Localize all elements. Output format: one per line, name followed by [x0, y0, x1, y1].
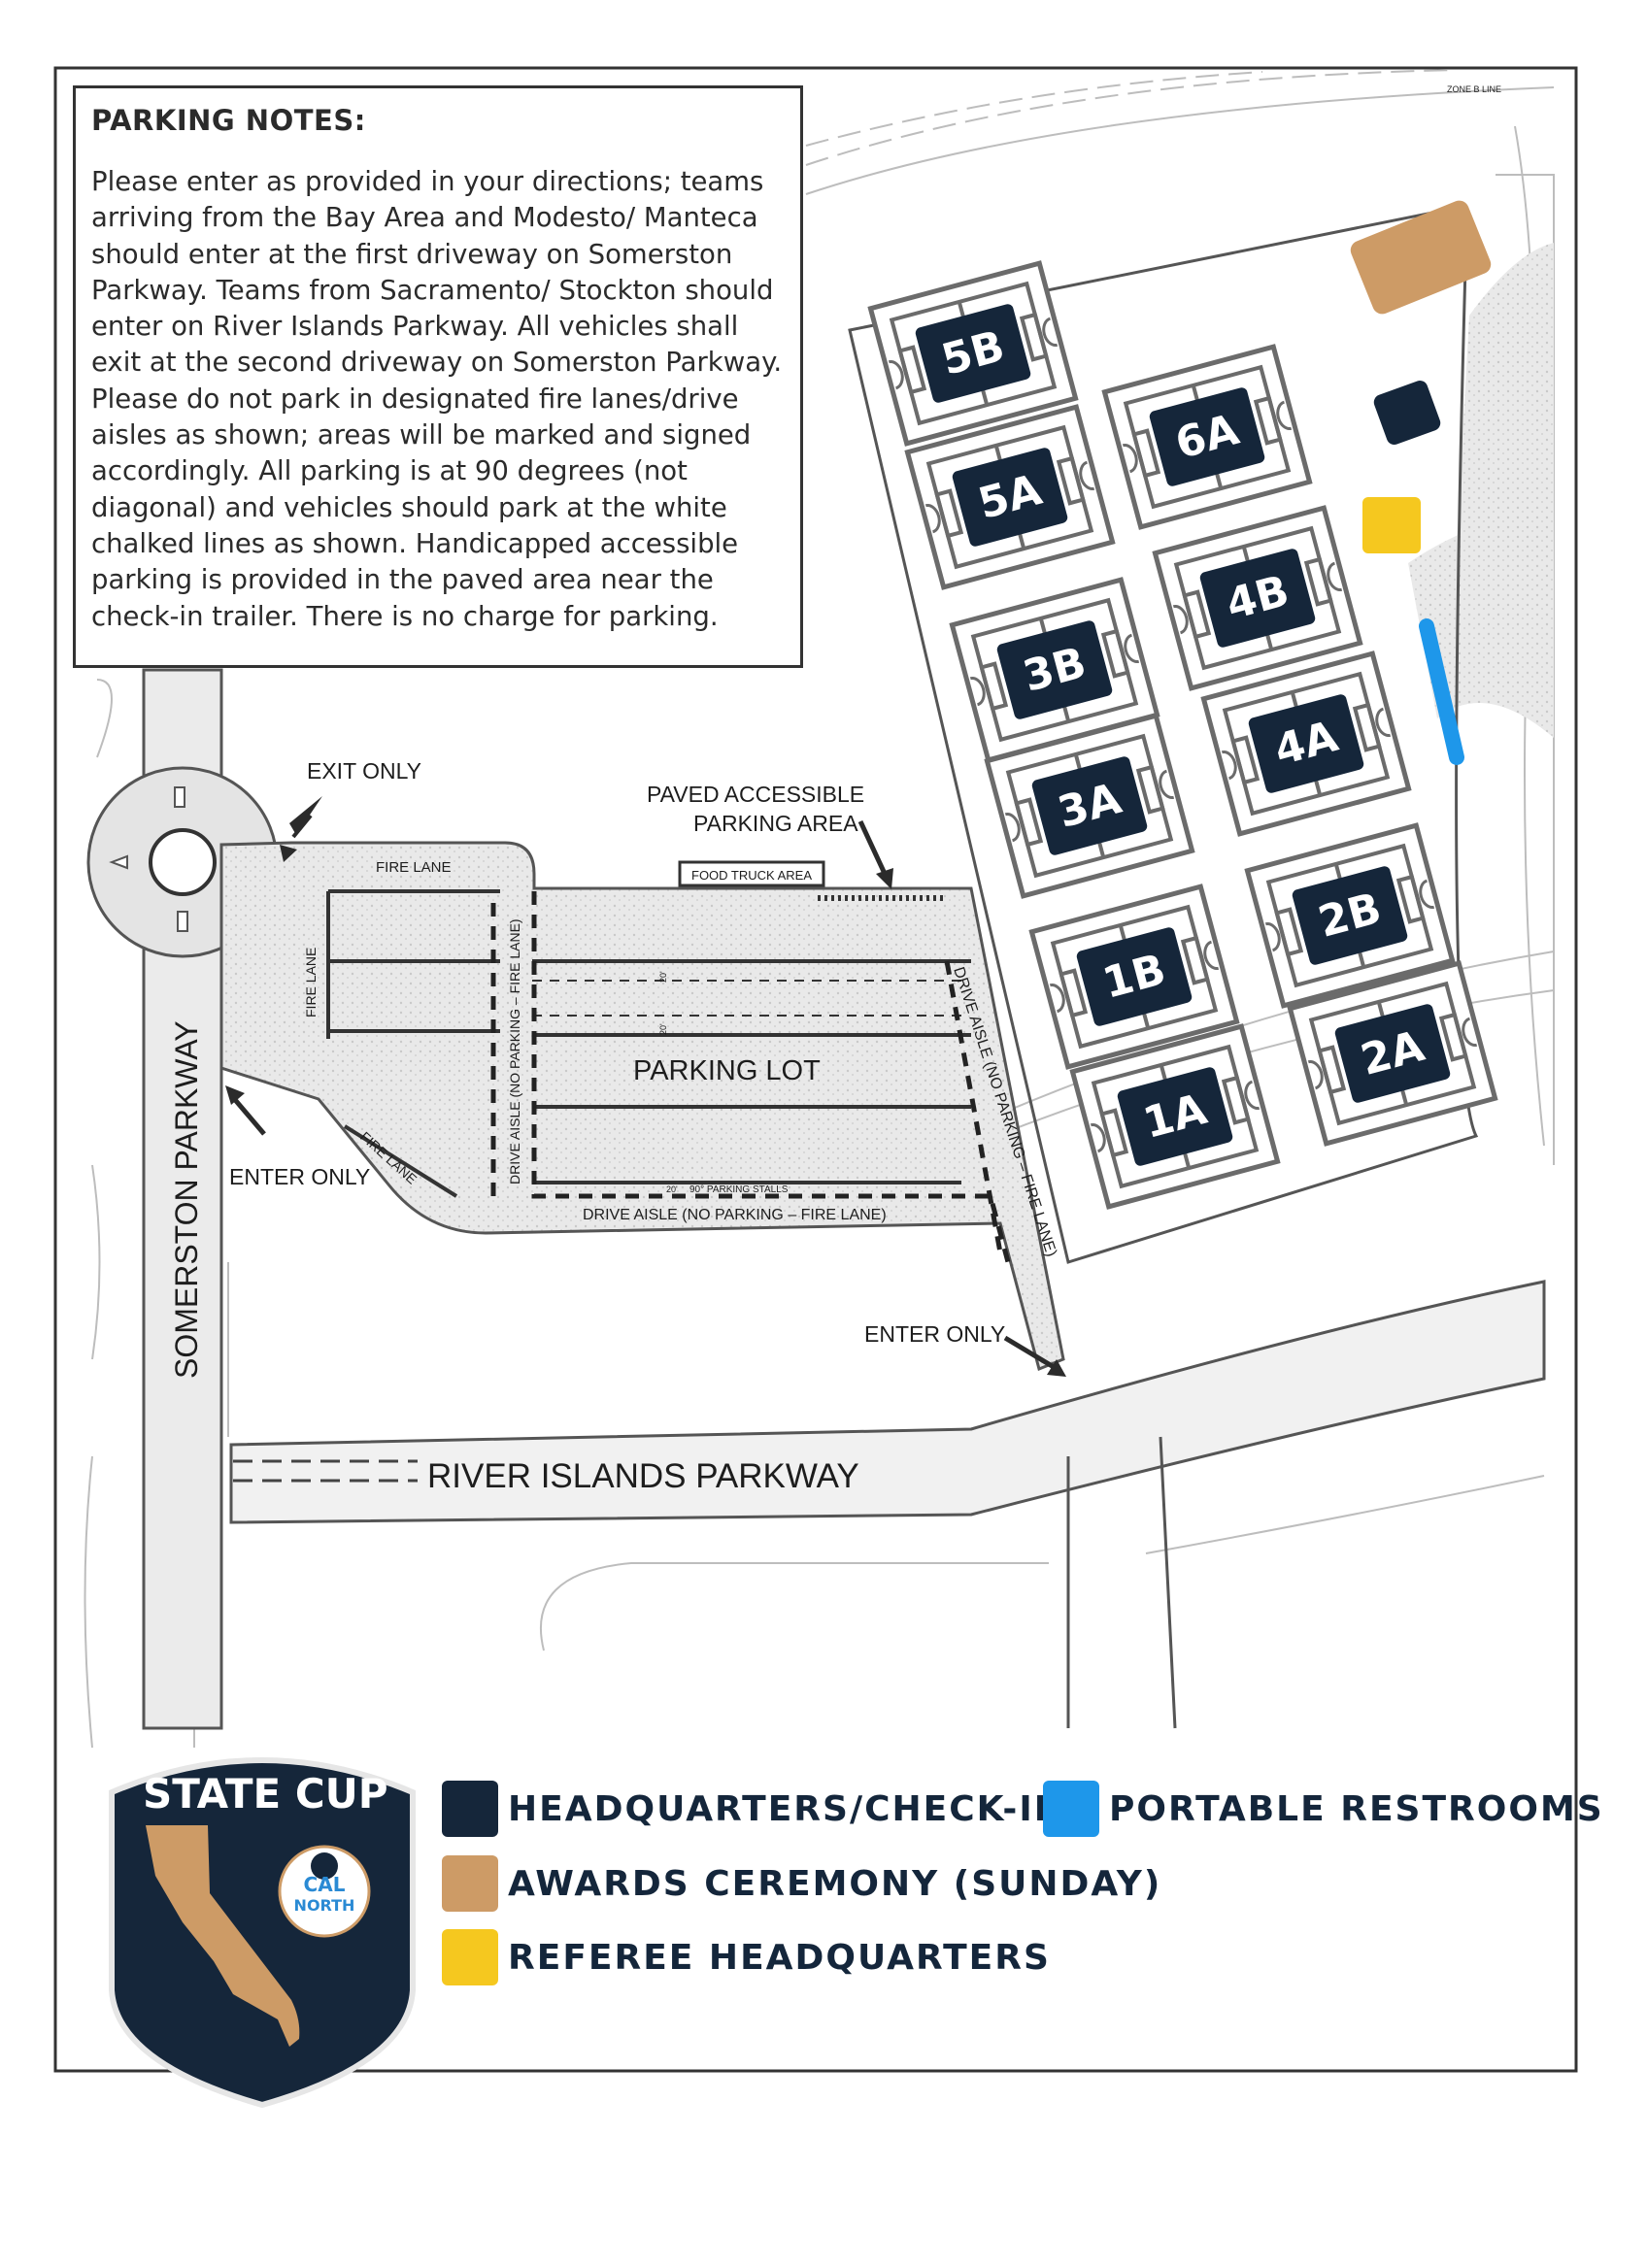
paved-arrow: [857, 819, 889, 878]
enter-arrowhead-river: [1047, 1359, 1066, 1377]
somerston-parkway-label: SOMERSTON PARKWAY: [169, 1020, 204, 1379]
field-4a: 4A: [1203, 653, 1408, 834]
parking-lot-label: PARKING LOT: [633, 1055, 821, 1086]
exit-arrowhead: [280, 845, 297, 862]
legend-swatch-tan: [442, 1855, 498, 1912]
logo-title: STATE CUP: [143, 1770, 388, 1818]
field-1b: 1B: [1031, 886, 1236, 1067]
referee-headquarters: [1362, 497, 1421, 553]
legend-label-restrooms: PORTABLE RESTROOMS: [1109, 1788, 1604, 1829]
background-linework: [84, 69, 1555, 1749]
dimension-label-1: 20': [658, 971, 668, 983]
legend-swatch-blue: [1043, 1781, 1099, 1837]
legend-label-hq: HEADQUARTERS/CHECK-IN: [508, 1788, 1065, 1829]
field-6a: 6A: [1104, 347, 1309, 527]
notes-title: PARKING NOTES:: [91, 104, 366, 137]
paved-arrowhead: [876, 868, 893, 889]
river-islands-parkway-label: RIVER ISLANDS PARKWAY: [427, 1457, 859, 1495]
legend-referee: REFEREE HEADQUARTERS: [442, 1929, 1051, 1985]
paved-accessible-label-1: PAVED ACCESSIBLE: [647, 782, 864, 807]
drive-aisle-right-border: [944, 960, 1003, 1253]
direction-arrows: [225, 796, 1066, 1377]
field-5b: 5B: [870, 263, 1075, 444]
enter-only-somerston-label: ENTER ONLY: [229, 1164, 370, 1189]
drive-aisle-left-label: DRIVE AISLE (NO PARKING – FIRE LANE): [507, 918, 522, 1184]
field-5a: 5A: [907, 407, 1112, 587]
enter-arrow-river: [1003, 1335, 1056, 1370]
cal-north-badge: [278, 1845, 371, 1938]
badge-text-1: CAL: [304, 1873, 346, 1896]
field-2b: 2B: [1247, 825, 1452, 1006]
legend-label-referee: REFEREE HEADQUARTERS: [508, 1937, 1051, 1978]
paved-accessible-label-2: PARKING AREA: [693, 811, 858, 836]
parking-dashed: [532, 980, 969, 1017]
field-4b: 4B: [1155, 508, 1360, 688]
legend-label-awards: AWARDS CEREMONY (SUNDAY): [508, 1863, 1162, 1904]
fire-lane-left-label: FIRE LANE: [303, 948, 319, 1017]
badge-text-2: NORTH: [294, 1896, 355, 1915]
field-3a: 3A: [987, 716, 1192, 896]
legend-hq: HEADQUARTERS/CHECK-IN: [442, 1781, 1065, 1837]
parking-rows: [326, 889, 971, 1198]
legend-awards: AWARDS CEREMONY (SUNDAY): [442, 1855, 1161, 1912]
dimension-label-2: 20': [658, 1023, 668, 1035]
enter-arrowhead-somerston: [225, 1085, 245, 1105]
california-shape: [146, 1825, 300, 2047]
food-truck-box: [678, 860, 825, 887]
zone-line-label: ZONE B LINE: [1447, 84, 1501, 94]
fire-lane-top-label: FIRE LANE: [376, 859, 452, 876]
enter-arrow-somerston: [229, 1093, 266, 1136]
parking-notes: PARKING NOTES: Please enter as provided …: [73, 85, 803, 668]
dimension-label-3: 20': [666, 1184, 678, 1194]
notes-body: Please enter as provided in your directi…: [91, 166, 783, 632]
state-cup-logo: STATE CUP CAL NORTH: [109, 1757, 416, 2109]
food-truck-label: FOOD TRUCK AREA: [691, 868, 812, 883]
headquarters-check-in: [1373, 380, 1441, 446]
awards-ceremony-area: [1350, 200, 1492, 315]
parking-stalls-label: 90° PARKING STALLS: [689, 1184, 789, 1195]
portable-restrooms: [1419, 618, 1464, 765]
exit-only-label: EXIT ONLY: [307, 758, 421, 784]
field-complex-boundary: [848, 207, 1479, 1264]
drive-aisle-border: [531, 891, 1011, 1263]
legend-restrooms: PORTABLE RESTROOMS: [1043, 1781, 1604, 1837]
legend-swatch-navy: [442, 1781, 498, 1837]
field-1a: 1A: [1072, 1026, 1277, 1207]
drive-aisle-bottom-label: DRIVE AISLE (NO PARKING – FIRE LANE): [583, 1207, 887, 1223]
field-2a: 2A: [1290, 963, 1495, 1144]
legend-swatch-yellow: [442, 1929, 498, 1985]
exit-arrow: [289, 796, 322, 835]
enter-only-river-label: ENTER ONLY: [864, 1321, 1005, 1347]
somerston-road: [86, 668, 279, 1730]
field-3b: 3B: [952, 580, 1157, 760]
river-islands-road: [229, 1280, 1546, 1729]
